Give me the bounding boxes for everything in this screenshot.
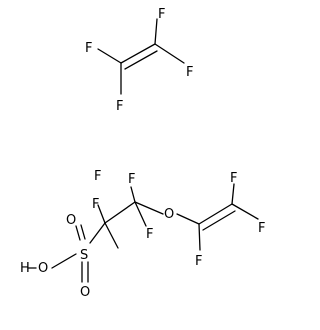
atom-label-ff: F — [258, 221, 265, 236]
bond-ca-cb — [104, 201, 136, 224]
atom-label-fa: F — [94, 169, 101, 184]
bond-c1-c2-a — [120, 43, 156, 64]
atom-label-s: S — [80, 248, 88, 263]
molecule-tetrafluoroethylene: F F F F — [85, 7, 193, 114]
bond-o1-cc — [176, 213, 200, 225]
molecule-sulfonic-acid: F F F F O F F F S O O H O — [20, 169, 265, 300]
bond-cc-cd-b — [202, 210, 236, 231]
atom-label-f2: F — [186, 65, 193, 80]
atom-label-fc: F — [128, 172, 135, 187]
structure-canvas: F F F F F F — [20, 7, 265, 300]
bond-cb-o1 — [134, 201, 164, 215]
atom-label-o1: O — [164, 207, 174, 222]
bond-ca-fa — [97, 204, 106, 224]
bond-cc-cd-a — [198, 203, 233, 225]
bond-c2-f2 — [154, 43, 185, 64]
atom-label-fd: F — [146, 227, 153, 242]
bond-cb-fd — [134, 201, 147, 227]
atom-label-o3: O — [66, 213, 76, 228]
bond-c2-f1 — [154, 18, 158, 45]
atom-label-fe: F — [230, 171, 237, 186]
atom-label-fg: F — [195, 254, 202, 269]
bond-c1-c2-b — [124, 50, 158, 70]
bond-c1-f3 — [97, 48, 122, 64]
atom-label-o2: O — [80, 285, 90, 300]
bond-cb-fc — [130, 186, 136, 203]
bond-cc-fg — [198, 223, 201, 251]
atom-label-f4: F — [116, 99, 123, 114]
atom-label-fb: F — [92, 197, 99, 212]
bond-cd-ff — [231, 203, 259, 220]
bond-ca-fb — [104, 222, 119, 249]
chemical-structures-svg: F F F F F F — [20, 7, 265, 300]
bond-ca-s — [89, 222, 106, 244]
atom-label-h: H — [20, 261, 30, 276]
bond-s-o3-b — [80, 224, 86, 240]
atom-label-o4: O — [38, 261, 48, 276]
bond-cd-fe — [231, 183, 235, 205]
atom-label-f3: F — [85, 41, 92, 56]
atom-label-f1: F — [158, 7, 165, 22]
bond-s-o4 — [51, 253, 77, 269]
bond-s-o3-a — [75, 225, 81, 241]
